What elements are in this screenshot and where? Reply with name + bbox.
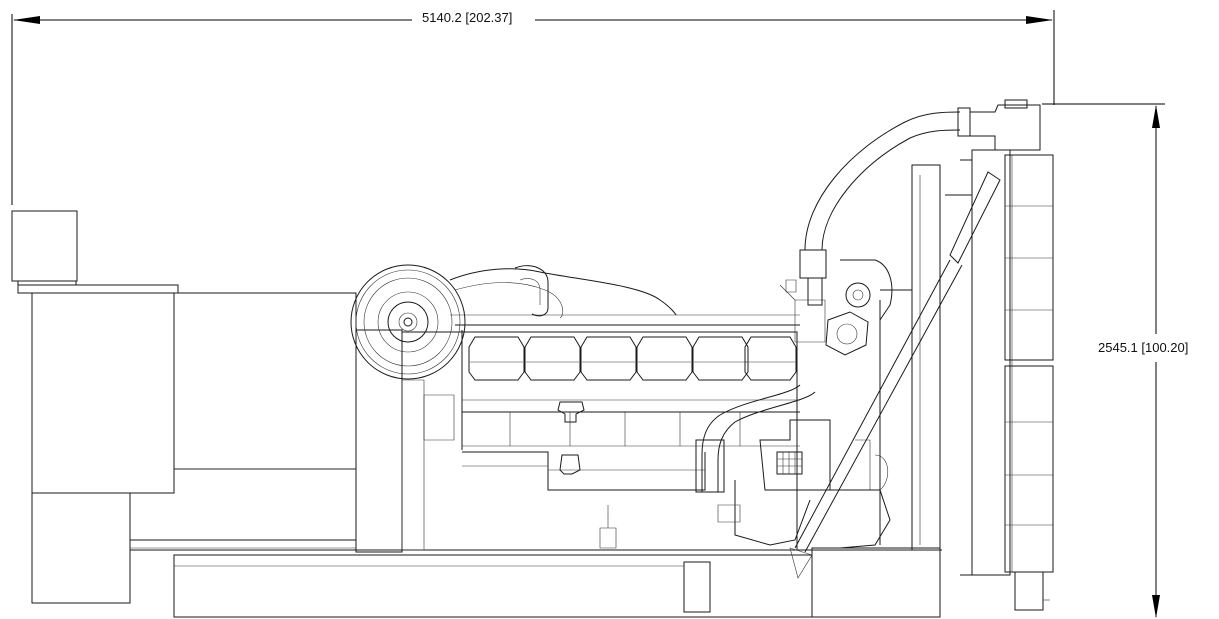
height-arrow-bottom xyxy=(1152,595,1160,618)
cylinder-head-5 xyxy=(693,337,748,380)
diagonal-brace xyxy=(790,172,1000,578)
water-pump xyxy=(780,260,892,355)
cylinder-head-4 xyxy=(637,337,692,380)
height-arrow-top xyxy=(1152,105,1160,128)
coolant-piping xyxy=(696,100,1040,492)
air-intake xyxy=(450,266,676,318)
overall-length-label: 5140.2 [202.37] xyxy=(418,11,517,25)
flywheel xyxy=(351,265,465,379)
overall-height-dimension xyxy=(1042,104,1165,618)
overall-height-label: 2545.1 [100.20] xyxy=(1096,340,1191,355)
length-arrow-left xyxy=(13,16,40,24)
control-box xyxy=(12,211,178,293)
oil-filters xyxy=(558,402,584,474)
rear-accessories xyxy=(718,420,890,548)
cylinder-head-2 xyxy=(525,337,580,380)
cylinder-head-3 xyxy=(581,337,636,380)
cylinder-head-6 xyxy=(745,337,796,380)
base-frame xyxy=(130,548,942,617)
radiator-core xyxy=(1005,155,1053,610)
length-arrow-right xyxy=(1026,16,1053,24)
engine-block xyxy=(402,315,800,550)
radiator-frame xyxy=(880,150,1010,575)
cylinder-heads xyxy=(469,337,796,380)
engine-data-plate xyxy=(777,452,802,474)
overall-length-dimension xyxy=(12,10,1054,205)
cylinder-head-1 xyxy=(469,337,524,380)
alternator xyxy=(32,293,402,603)
